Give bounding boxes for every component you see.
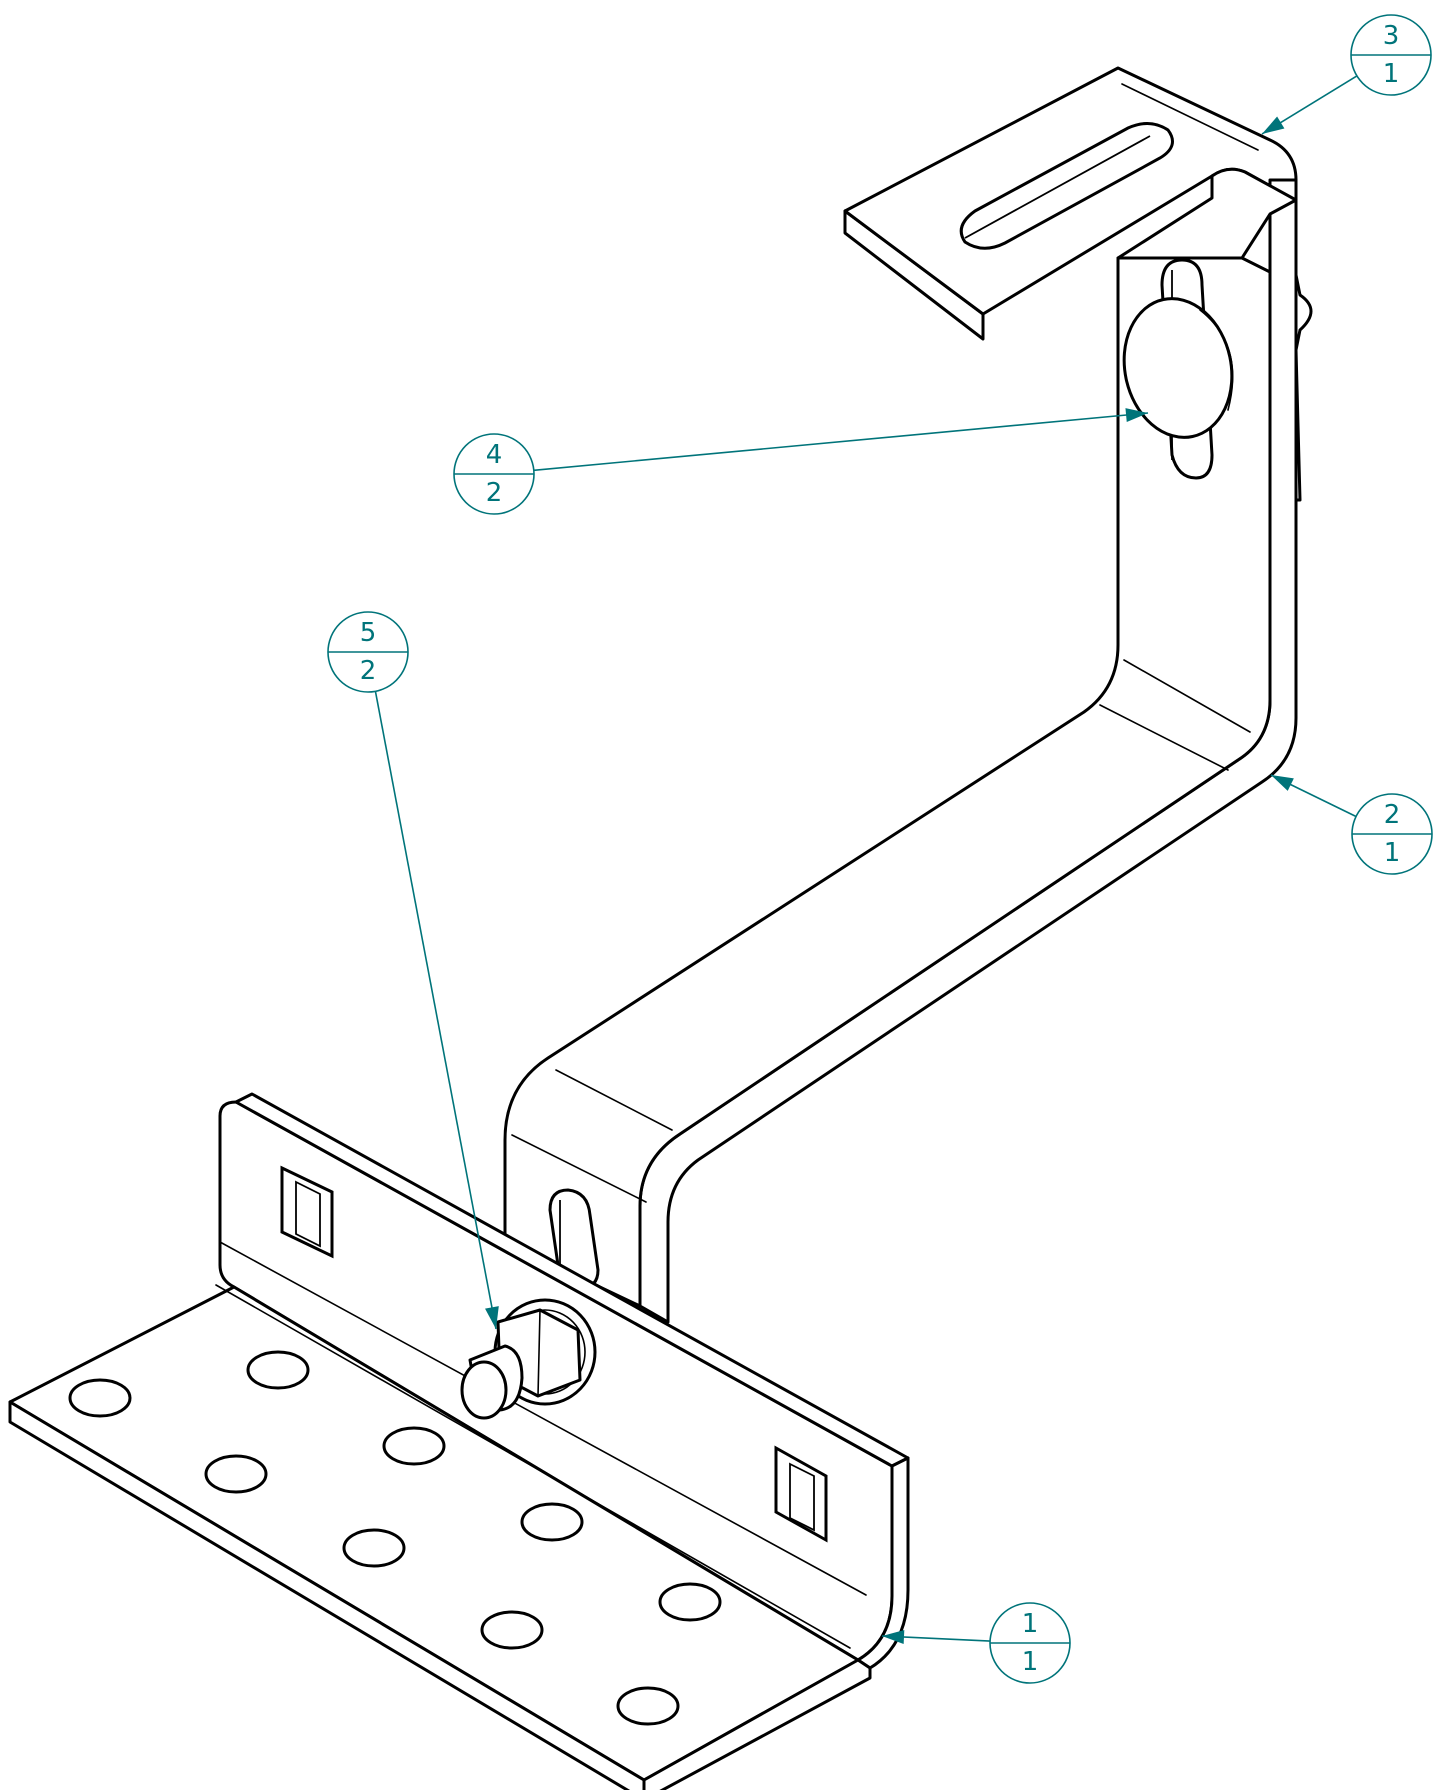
balloon-item-number: 4 [486, 440, 503, 470]
balloon-item-number: 1 [1022, 1609, 1039, 1639]
balloon-5: 52 [327, 611, 499, 1330]
leader-arrowhead [485, 1306, 499, 1329]
balloon-4: 42 [453, 408, 1149, 515]
leader-line [533, 412, 1149, 472]
balloon-item-number: 3 [1383, 21, 1400, 51]
balloon-2: 21 [1270, 774, 1433, 875]
balloon-3: 31 [1261, 14, 1432, 135]
base-round-holes [68, 1350, 722, 1726]
top-clamp-plate [843, 66, 1298, 341]
leader-arrowhead [1262, 116, 1285, 134]
leader-line [374, 691, 497, 1330]
flange-nut [460, 1298, 597, 1420]
base-angle-bracket [8, 1092, 910, 1790]
balloon-quantity: 2 [486, 478, 503, 508]
balloon-item-number: 5 [360, 618, 377, 648]
balloon-quantity: 1 [1384, 838, 1401, 868]
balloon-quantity: 2 [360, 656, 377, 686]
leader-arrowhead [1125, 408, 1148, 423]
carriage-bolt-head [1122, 297, 1234, 439]
balloon-quantity: 1 [1383, 59, 1400, 89]
leader-arrowhead [1271, 775, 1294, 791]
balloon-item-number: 2 [1384, 800, 1401, 830]
leader-arrowhead [882, 1630, 905, 1645]
balloon-1: 11 [881, 1602, 1071, 1684]
balloon-quantity: 1 [1022, 1647, 1039, 1677]
